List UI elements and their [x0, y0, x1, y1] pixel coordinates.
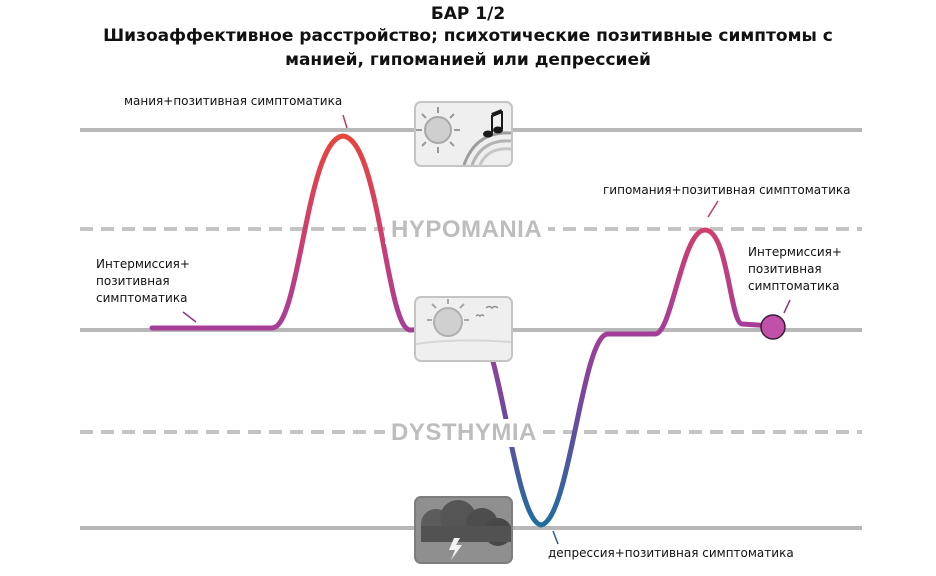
sun-and-music-icon — [414, 101, 513, 167]
hypomania-pointer — [707, 200, 719, 218]
hypomania-zone-label: HYPOMANIA — [385, 216, 549, 244]
intermission-right-line-1: Интермиссия+ — [748, 245, 842, 259]
mania-pointer — [342, 114, 348, 129]
sun-with-birds-icon — [414, 296, 513, 362]
mood-curve — [149, 133, 775, 528]
title-line-1: БАР 1/2 — [430, 4, 506, 24]
title-line-2: Шизоаффективное расстройство; психотичес… — [103, 26, 833, 46]
hypomania-annotation: гипомания+позитивная симптоматика — [603, 183, 851, 197]
intermission-right-line-3: симптоматика — [748, 279, 840, 293]
dysthymia-zone-label: DYSTHYMIA — [385, 419, 543, 447]
end-marker — [760, 314, 786, 340]
mania-annotation: мания+позитивная симптоматика — [124, 94, 343, 108]
intermission-left-annotation: Интермиссия+ позитивная симптоматика — [96, 256, 190, 307]
intermission-right-annotation: Интермиссия+ позитивная симптоматика — [748, 244, 842, 295]
depression-pointer — [552, 530, 559, 545]
intermission-left-pointer — [182, 311, 197, 323]
depression-annotation: депрессия+позитивная симптоматика — [548, 546, 794, 560]
intermission-left-line-3: симптоматика — [96, 291, 188, 305]
intermission-right-pointer — [783, 299, 791, 314]
storm-cloud-icon — [414, 496, 513, 564]
intermission-left-line-2: позитивная — [96, 274, 170, 288]
intermission-right-line-2: позитивная — [748, 262, 822, 276]
intermission-left-line-1: Интермиссия+ — [96, 257, 190, 271]
title-line-3: манией, гипоманией или депрессией — [285, 50, 651, 70]
